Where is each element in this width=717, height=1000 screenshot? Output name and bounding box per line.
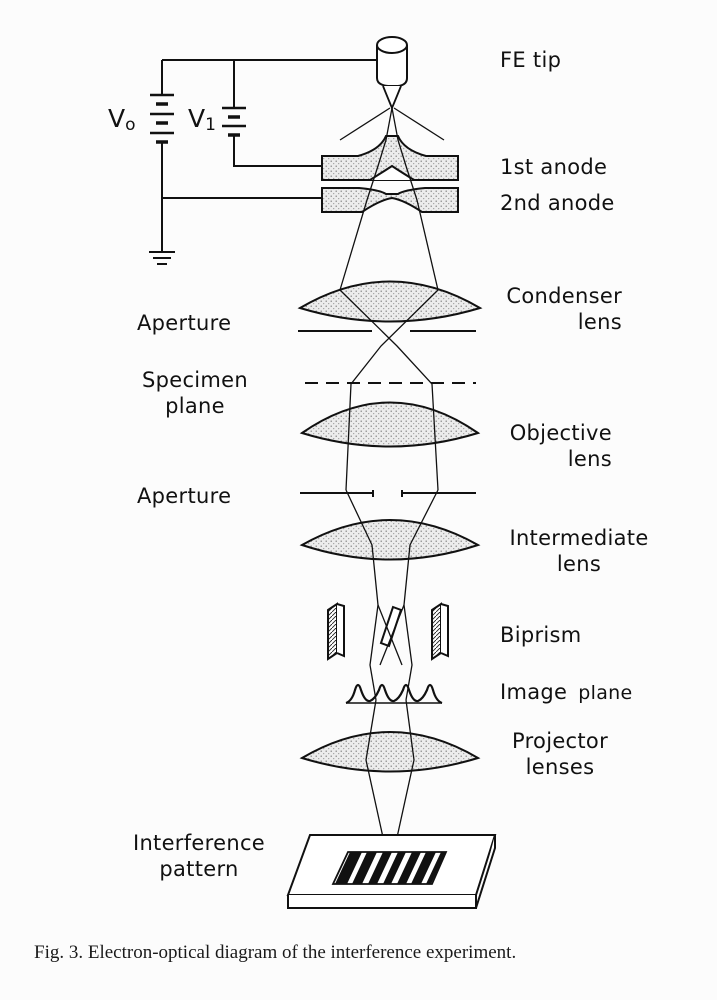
biprism-right-plate — [431, 602, 449, 661]
objective-label: Objective lens — [480, 420, 612, 472]
projector-label: Projector lenses — [496, 728, 624, 780]
fe-tip-label: FE tip — [500, 48, 562, 72]
intermediate-label-line1: Intermediate — [509, 526, 649, 550]
specimen-label-line1: Specimen — [141, 368, 249, 392]
v0-subscript: o — [125, 115, 136, 135]
projector-label-line2: lenses — [525, 755, 595, 779]
biprism-filament — [379, 605, 403, 648]
specimen-label: Specimen plane — [130, 367, 260, 419]
battery-v0-icon — [150, 90, 174, 148]
image-plane-label-image: Image — [500, 680, 568, 704]
objective-lens-icon — [299, 401, 481, 448]
image-plane-fringes-icon — [345, 683, 443, 705]
interference-label-line1: Interference — [132, 831, 266, 855]
v0-label: Vo — [108, 104, 136, 135]
image-plane-label: Image plane — [500, 679, 632, 706]
interference-fringes — [335, 852, 446, 884]
v0-letter: V — [108, 104, 126, 133]
intermediate-label: Intermediate lens — [500, 525, 658, 577]
condenser-label-line1: Condenser — [506, 284, 622, 308]
condenser-label: Condenser lens — [480, 283, 622, 335]
ground-icon — [149, 251, 175, 265]
biprism-left-plate — [327, 602, 345, 661]
condenser-lens-icon — [297, 280, 483, 323]
first-anode-label: 1st anode — [500, 155, 608, 179]
figure-caption: Fig. 3. Electron-optical diagram of the … — [34, 942, 517, 963]
aperture-bottom-label: Aperture — [137, 484, 232, 508]
battery-v1-icon — [222, 105, 246, 137]
projector-lens-icon — [299, 731, 481, 773]
interference-label: Interference pattern — [114, 830, 284, 882]
fe-tip-icon — [376, 36, 408, 111]
aperture-bottom-icon — [300, 490, 476, 497]
specimen-label-line2: plane — [165, 394, 225, 418]
v1-subscript: 1 — [205, 115, 216, 135]
screen-icon — [286, 834, 497, 909]
interference-label-line2: pattern — [159, 857, 239, 881]
biprism-icon — [327, 602, 449, 661]
intermediate-lens-icon — [299, 519, 481, 561]
bias-circuit — [149, 59, 377, 265]
intermediate-label-line2: lens — [556, 552, 602, 576]
aperture-top-label: Aperture — [137, 311, 232, 335]
v1-label: V1 — [188, 104, 216, 135]
condenser-label-line2: lens — [577, 310, 622, 334]
first-anode-icon — [321, 135, 459, 181]
electron-ray-paths — [339, 107, 445, 843]
objective-label-line2: lens — [567, 447, 612, 471]
projector-label-line1: Projector — [511, 729, 609, 753]
biprism-label: Biprism — [500, 623, 582, 647]
objective-label-line1: Objective — [509, 421, 612, 445]
second-anode-label: 2nd anode — [500, 191, 615, 215]
second-anode-icon — [321, 187, 459, 213]
v1-letter: V — [188, 104, 206, 133]
image-plane-label-plane: plane — [578, 682, 633, 704]
